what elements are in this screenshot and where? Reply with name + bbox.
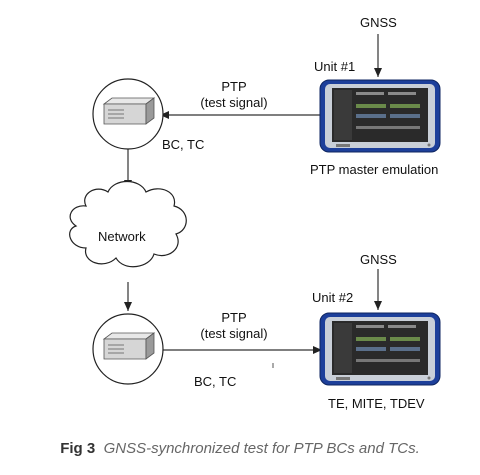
- ptp-label-bottom: PTP: [221, 310, 247, 325]
- bc-tc-device-bottom: [92, 313, 164, 385]
- bc-tc-label-top: BC, TC: [162, 137, 205, 152]
- metrics-label: TE, MITE, TDEV: [328, 396, 425, 411]
- network-label: Network: [98, 229, 146, 244]
- caption-prefix: Fig 3: [60, 440, 96, 457]
- unit-2-label: Unit #2: [312, 290, 354, 305]
- bc-tc-device-top: [92, 78, 164, 150]
- test-unit-2: [319, 312, 441, 386]
- figure-caption: Fig 3 GNSS-synchronized test for PTP BCs…: [0, 440, 480, 457]
- gnss-label-bottom: GNSS: [360, 252, 397, 267]
- unit-1-label: Unit #1: [314, 59, 356, 74]
- network-cloud: [69, 180, 187, 268]
- bc-tc-label-bottom: BC, TC: [194, 374, 237, 389]
- test-signal-label-top: (test signal): [200, 95, 268, 110]
- gnss-label-top: GNSS: [360, 15, 397, 30]
- test-signal-label-bottom: (test signal): [200, 326, 268, 341]
- test-unit-1: [319, 79, 441, 153]
- ptp-label-top: PTP: [221, 79, 247, 94]
- ptp-master-emulation-label: PTP master emulation: [310, 162, 439, 177]
- caption-text: GNSS-synchronized test for PTP BCs and T…: [103, 440, 420, 457]
